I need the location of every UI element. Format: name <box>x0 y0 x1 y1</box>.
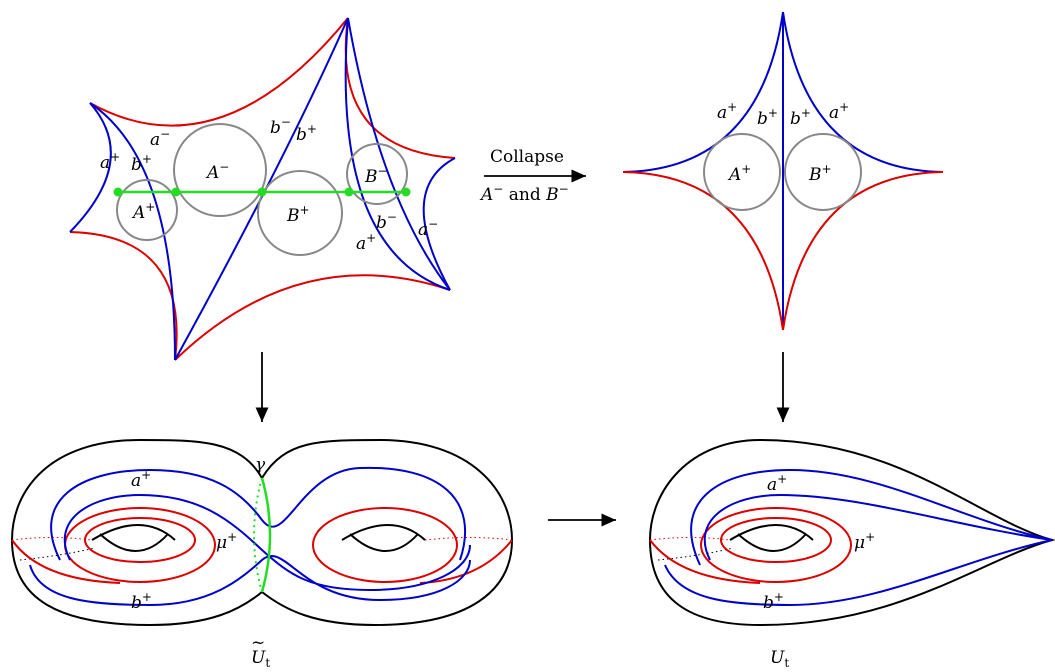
edge-label: b+ <box>296 122 317 145</box>
edge-label: a+ <box>356 231 376 254</box>
gamma-curve <box>260 477 272 593</box>
gamma-label: γ <box>255 455 266 475</box>
b-label: b+ <box>131 590 152 613</box>
red-seam <box>649 539 761 584</box>
hole-lower <box>737 533 807 552</box>
right-hole-lower <box>349 533 419 552</box>
collapse-subtitle: A− and B− <box>479 182 569 205</box>
a-label: a+ <box>767 472 787 495</box>
top-left-polygon: A+ A− B+ B− a+ b+ a− b− b+ b− a− a+ <box>69 17 456 361</box>
green-vertex <box>401 187 411 197</box>
mu-curve-left-outer <box>64 507 216 583</box>
edge-label: b+ <box>757 106 778 129</box>
blue-arc-upper-left <box>622 11 784 173</box>
circle-label: B+ <box>808 162 832 185</box>
edge-label: a+ <box>829 100 849 123</box>
edge-label: b− <box>376 210 397 233</box>
b-label: b+ <box>763 590 784 613</box>
green-vertex <box>113 187 123 197</box>
green-vertex <box>344 187 354 197</box>
red-arc-lower-left <box>69 231 178 361</box>
caption-left-accent: ~ <box>251 633 265 653</box>
mu-curve-right <box>312 507 458 583</box>
caption-right: Ut <box>770 648 789 670</box>
edge-label: b− <box>270 115 291 138</box>
red-arc-top <box>89 17 349 127</box>
a-curve <box>690 468 1053 566</box>
edge-label: a+ <box>717 100 737 123</box>
blue-inner-loop <box>63 493 471 592</box>
top-right-star: A+ B+ a+ b+ b+ a+ <box>622 11 944 331</box>
circle-label: A− <box>205 160 229 183</box>
green-vertex <box>257 187 267 197</box>
mu-curve-left-inner <box>84 517 196 563</box>
b-curve <box>664 539 1053 607</box>
left-hole-lower <box>99 533 169 552</box>
red-seam-right <box>419 539 513 584</box>
red-arc-lower-left <box>622 171 784 331</box>
circle-label: B− <box>364 164 388 187</box>
red-arc-lower-right <box>174 274 451 361</box>
blue-arc-upper-right <box>782 11 944 173</box>
circle-A-plus <box>116 179 178 241</box>
red-seam-left <box>11 539 121 584</box>
circle-B-plus <box>257 170 343 256</box>
blue-arc-right-upper <box>347 17 451 291</box>
blue-arc-mid-left <box>174 17 349 361</box>
genus-two-surface: γ a+ μ+ b+ Ut ~ <box>10 438 514 670</box>
edge-label: b+ <box>131 152 152 175</box>
gamma-curve-back <box>253 477 263 593</box>
circle-label: A+ <box>727 162 751 185</box>
blue-arc-left-inner <box>89 102 176 361</box>
collapse-arrow-group: Collapse A− and B− <box>479 147 586 205</box>
circle-label: B+ <box>286 203 310 226</box>
circle-A-minus <box>173 123 267 217</box>
circle-B-plus <box>784 133 862 211</box>
collapse-label: Collapse <box>490 147 564 167</box>
edge-label: a− <box>418 217 438 240</box>
mu-curve-outer <box>700 507 852 583</box>
a-curve <box>50 466 466 561</box>
mu-label: μ+ <box>216 530 237 553</box>
teardrop-surface: a+ μ+ b+ Ut <box>648 438 1055 670</box>
circle-label: A+ <box>131 200 155 223</box>
caption-left: Ut <box>251 648 270 670</box>
mu-label: μ+ <box>854 530 875 553</box>
blue-arc-right-top <box>422 157 456 291</box>
a-label: a+ <box>131 468 151 491</box>
red-arc-lower-right <box>782 171 944 331</box>
dotted-equator-right <box>424 537 513 541</box>
circle-B-minus <box>346 143 408 205</box>
dotted-equator <box>649 537 731 541</box>
edge-label: a− <box>150 127 170 150</box>
mu-curve-inner <box>720 517 832 563</box>
edge-label: b+ <box>790 106 811 129</box>
green-vertex <box>171 187 181 197</box>
circle-A-plus <box>703 133 781 211</box>
edge-label: a+ <box>100 150 120 173</box>
blue-arc-left-outer <box>69 102 112 233</box>
inner-loop <box>703 493 1053 561</box>
b-curve <box>29 554 471 607</box>
